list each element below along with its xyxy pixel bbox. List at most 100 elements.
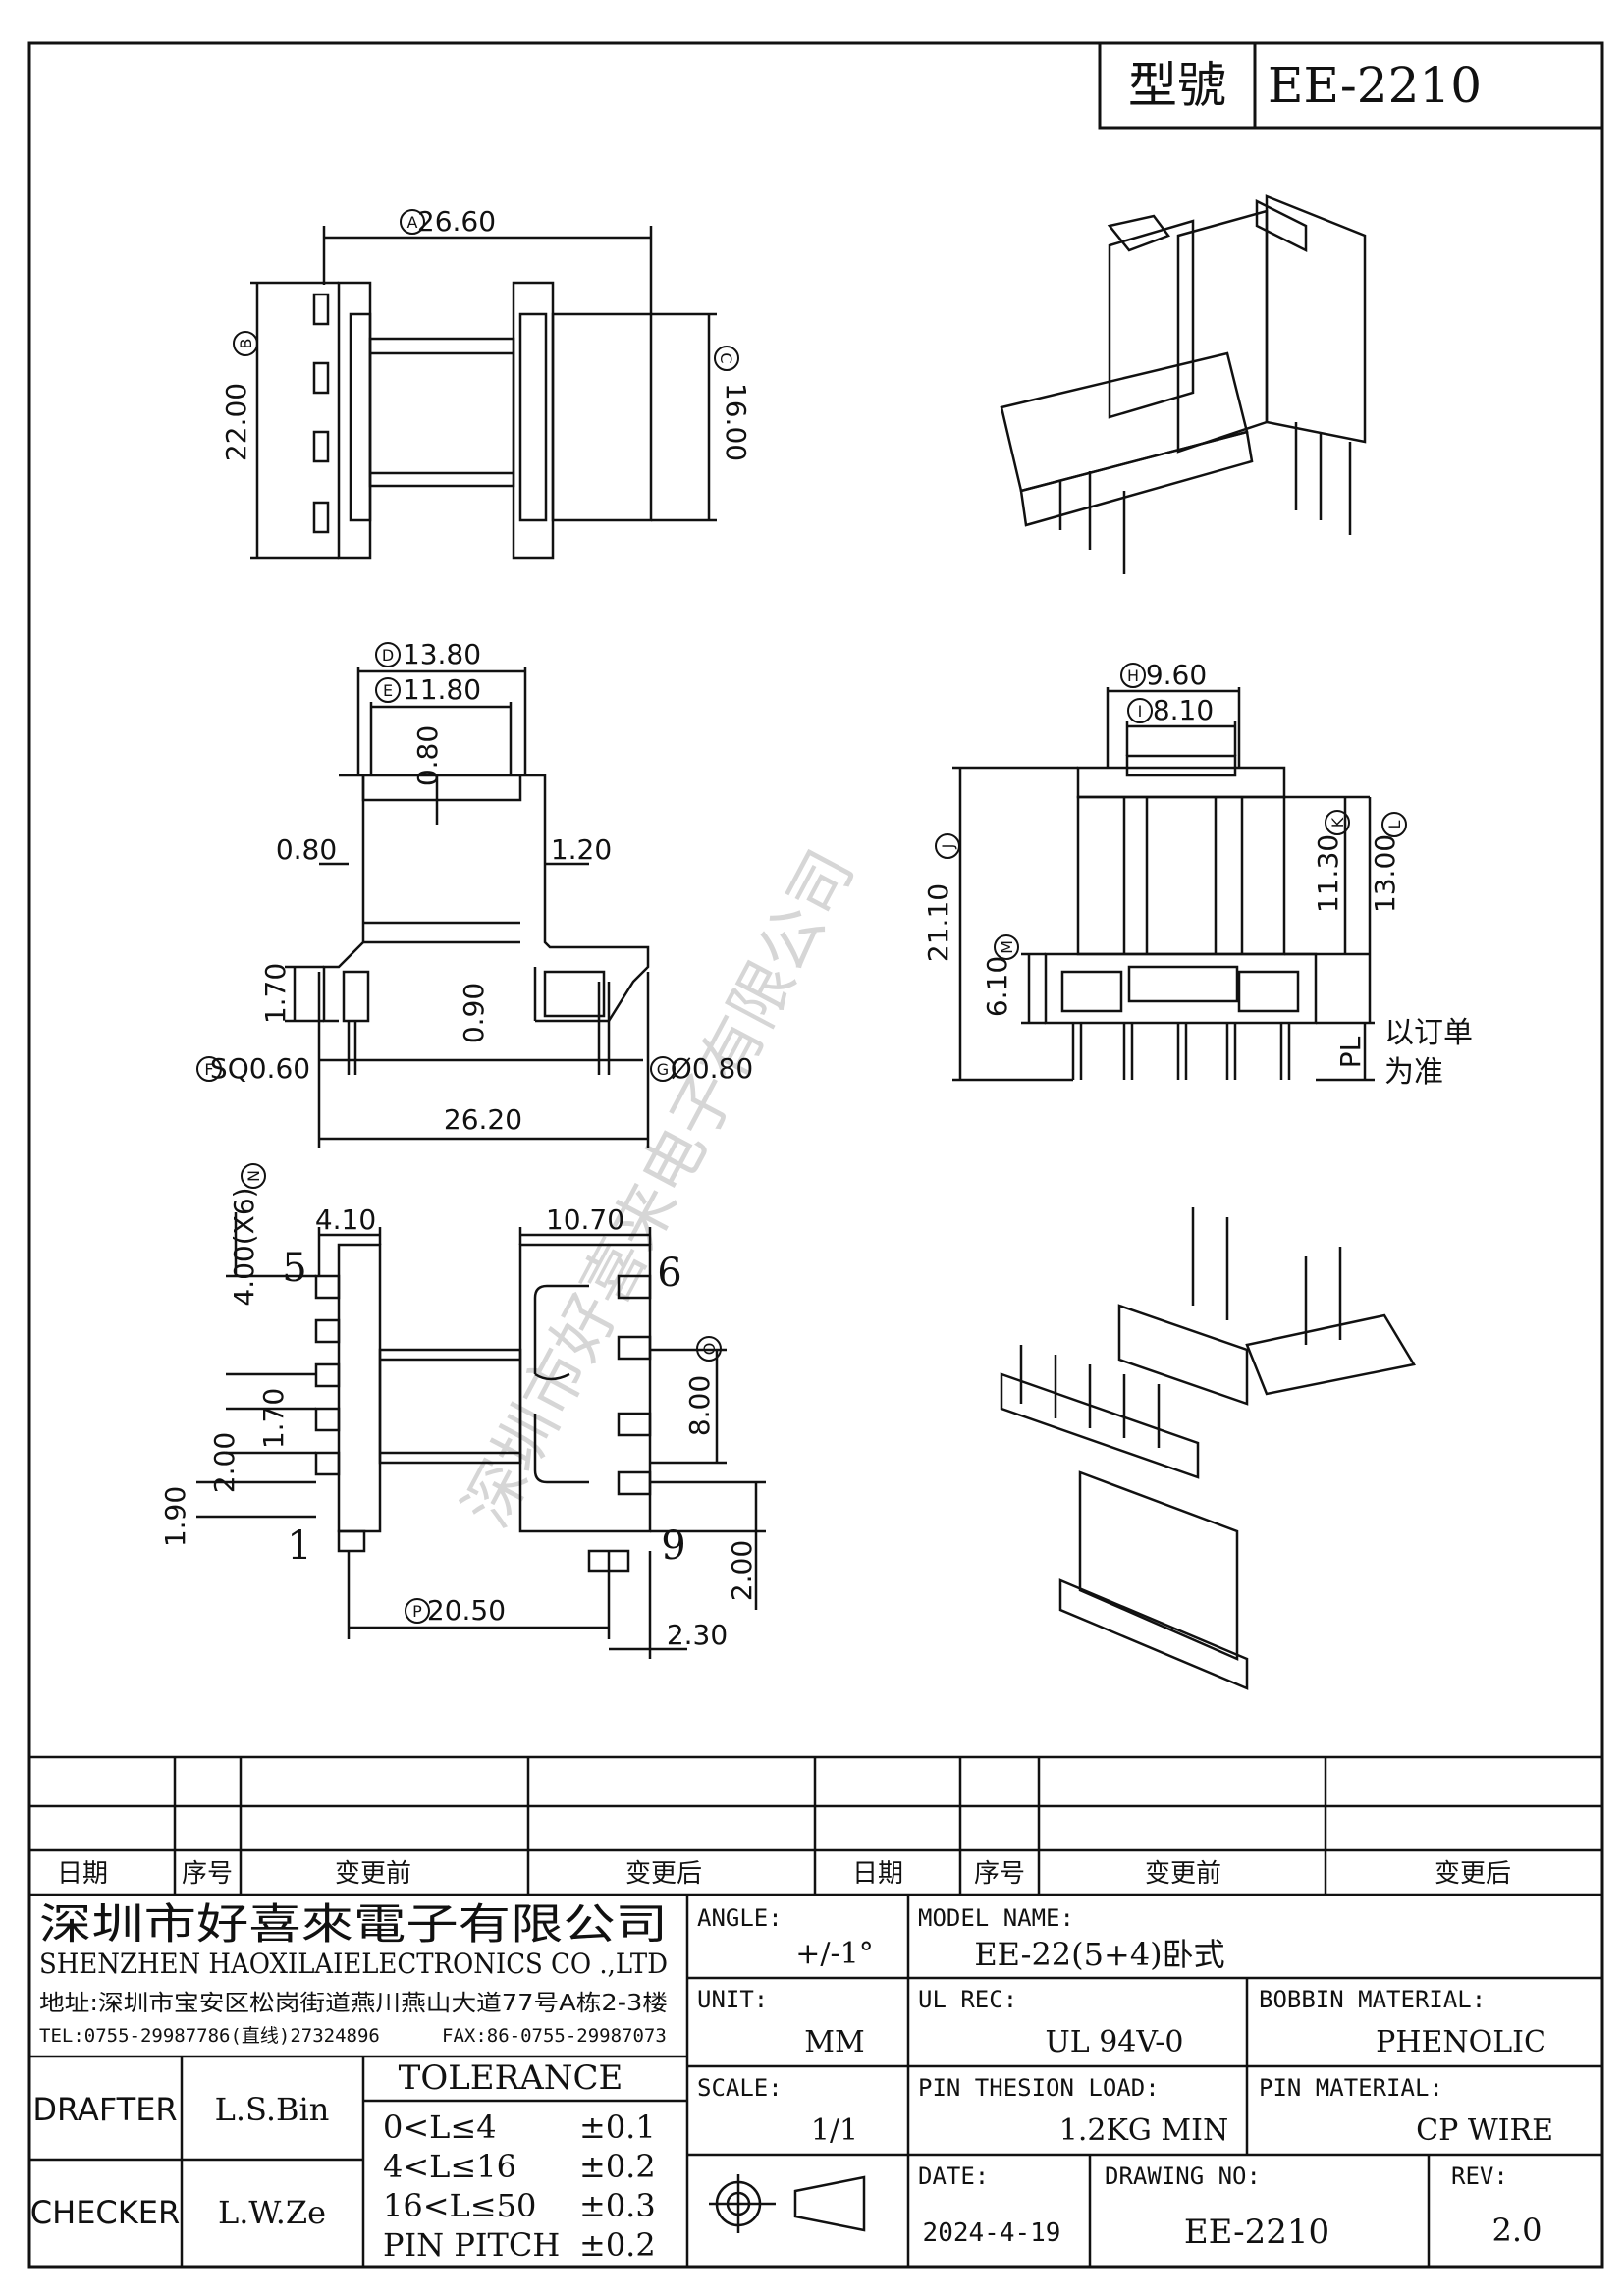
rev-header-seq-2: 序号: [974, 1859, 1025, 1889]
dim-E: 11.80: [403, 673, 481, 706]
title-block-grid: [29, 1895, 1602, 2267]
checker-label: CHECKER: [30, 2194, 180, 2231]
ul-value: UL 94V-0: [1045, 2025, 1183, 2059]
date-value: 2024-4-19: [923, 2218, 1061, 2248]
tolerance-range-1: 0<L≤4: [383, 2109, 497, 2146]
dim-B: 22.00: [220, 383, 252, 461]
circle-letter-text: K: [1328, 817, 1347, 828]
model-value: EE-2210: [1268, 57, 1482, 114]
circle-letter-i: I: [1127, 698, 1153, 723]
circle-letter-b: B: [233, 331, 258, 356]
circle-letter-text: G: [657, 1060, 669, 1079]
circle-letter-text: H: [1127, 667, 1139, 685]
circle-letter-text: L: [1385, 820, 1404, 828]
tolerance-value-3: ±0.3: [579, 2187, 656, 2224]
pin-label-5: 5: [282, 1246, 306, 1291]
tolerance-value-4: ±0.2: [579, 2226, 656, 2264]
rev-header-after: 变更后: [625, 1859, 702, 1889]
circle-letter-text: B: [237, 339, 255, 349]
bobbin-label: BOBBIN MATERIAL:: [1259, 1986, 1486, 2013]
dim-offset: 2.30: [667, 1619, 728, 1651]
circle-letter-text: F: [204, 1060, 213, 1079]
unit-label: UNIT:: [697, 1986, 768, 2013]
drawing-no-value: EE-2210: [1184, 2213, 1329, 2252]
dim-I: 8.10: [1153, 694, 1214, 726]
circle-letter-text: O: [700, 1343, 719, 1356]
isometric-view-bottom: [1000, 1207, 1416, 1690]
circle-letter-text: C: [717, 352, 735, 363]
dim-pitch1: 1.70: [257, 1388, 290, 1449]
circle-letter-j: J: [935, 833, 960, 859]
pl-note-2: 为准: [1384, 1055, 1443, 1090]
scale-label: SCALE:: [697, 2074, 783, 2102]
circle-letter-text: P: [412, 1602, 422, 1621]
circle-letter-text: M: [998, 940, 1016, 954]
tolerance-range-2: 4<L≤16: [383, 2148, 516, 2185]
dim-L: 11.30: [1312, 834, 1344, 913]
circle-letter-g: G: [650, 1056, 676, 1082]
dim-slot: 0.90: [458, 983, 490, 1043]
dim-right-wall: 1.20: [551, 833, 612, 866]
company-address: 地址:深圳市宝安区松岗街道燕川燕山大道77号A栋2-3楼: [39, 1991, 668, 2016]
dim-pitch2: 2.00: [208, 1432, 241, 1493]
watermark: 深圳市好喜来电子有限公司: [451, 839, 869, 1539]
date-label: DATE:: [918, 2163, 989, 2190]
circle-letter-n: N: [241, 1163, 266, 1189]
dim-C: 16.00: [720, 383, 752, 461]
circle-letter-f: F: [196, 1056, 222, 1082]
rev-label: REV:: [1451, 2163, 1508, 2190]
model-header: 型號 EE-2210: [1098, 41, 1604, 130]
tolerance-range-3: 16<L≤50: [383, 2187, 536, 2224]
model-name-value: EE-22(5+4)卧式: [974, 1936, 1224, 1973]
company-tel: TEL:0755-29987786(直线)27324896: [39, 2025, 380, 2047]
angle-label: ANGLE:: [697, 1904, 783, 1932]
dim-K: 6.10: [981, 956, 1013, 1017]
circle-letter-e: E: [375, 677, 401, 703]
view-front: [285, 667, 650, 1148]
rev-header-after-2: 变更后: [1435, 1859, 1511, 1889]
dim-M: 13.00: [1369, 834, 1401, 913]
angle-value: +/-1°: [795, 1937, 873, 1971]
drafter-label: DRAFTER: [32, 2091, 177, 2128]
tolerance-value-1: ±0.1: [579, 2109, 656, 2146]
dim-right-width: 10.70: [546, 1203, 624, 1236]
dim-O: 8.00: [683, 1375, 716, 1436]
circle-letter-text: J: [939, 844, 957, 850]
pin-load-label: PIN THESION LOAD:: [918, 2074, 1160, 2102]
dim-pitch3: 1.90: [159, 1486, 191, 1547]
rev-value: 2.0: [1492, 2212, 1543, 2249]
circle-letter-l: L: [1381, 812, 1407, 837]
model-name-label: MODEL NAME:: [918, 1904, 1074, 1932]
circle-letter-text: E: [383, 681, 393, 700]
company-name-en: SHENZHEN HAOXILAIELECTRONICS CO .,LTD: [39, 1948, 668, 1980]
dim-P: 20.50: [427, 1594, 506, 1627]
circle-letter-p: P: [405, 1598, 430, 1624]
dim-top-inner: 0.80: [411, 725, 444, 786]
dim-J: 21.10: [922, 883, 954, 962]
circle-letter-m: M: [994, 934, 1019, 960]
circle-letter-c: C: [714, 346, 739, 371]
bobbin-value: PHENOLIC: [1376, 2025, 1546, 2059]
dim-N: 4.00(X6): [228, 1187, 260, 1306]
dim-pin-width: 4.10: [315, 1203, 376, 1236]
circle-letter-text: I: [1138, 702, 1143, 721]
sheet-border: [27, 41, 1604, 2269]
rev-header-date-2: 日期: [852, 1859, 903, 1889]
dim-left-wall: 0.80: [276, 833, 337, 866]
company-name-cn: 深圳市好喜來電子有限公司: [39, 1900, 668, 1949]
pl-note-1: 以订单: [1384, 1016, 1473, 1050]
pin-load-value: 1.2KG MIN: [1059, 2113, 1228, 2148]
pin-material-value: CP WIRE: [1416, 2113, 1553, 2148]
dim-overall-width: 26.20: [444, 1103, 522, 1136]
pin-label-1: 1: [287, 1523, 311, 1569]
dim-F: SQ0.60: [210, 1052, 310, 1085]
ul-label: UL REC:: [918, 1986, 1017, 2013]
circle-letter-text: D: [382, 646, 394, 665]
company-fax: FAX:86-0755-29987073: [442, 2025, 667, 2047]
dim-base-height: 1.70: [259, 963, 292, 1024]
tolerance-title: TOLERANCE: [399, 2058, 623, 2098]
rev-header-seq: 序号: [182, 1859, 233, 1889]
dim-D: 13.80: [403, 638, 481, 670]
dim-right-pitch: 2.00: [726, 1540, 758, 1601]
